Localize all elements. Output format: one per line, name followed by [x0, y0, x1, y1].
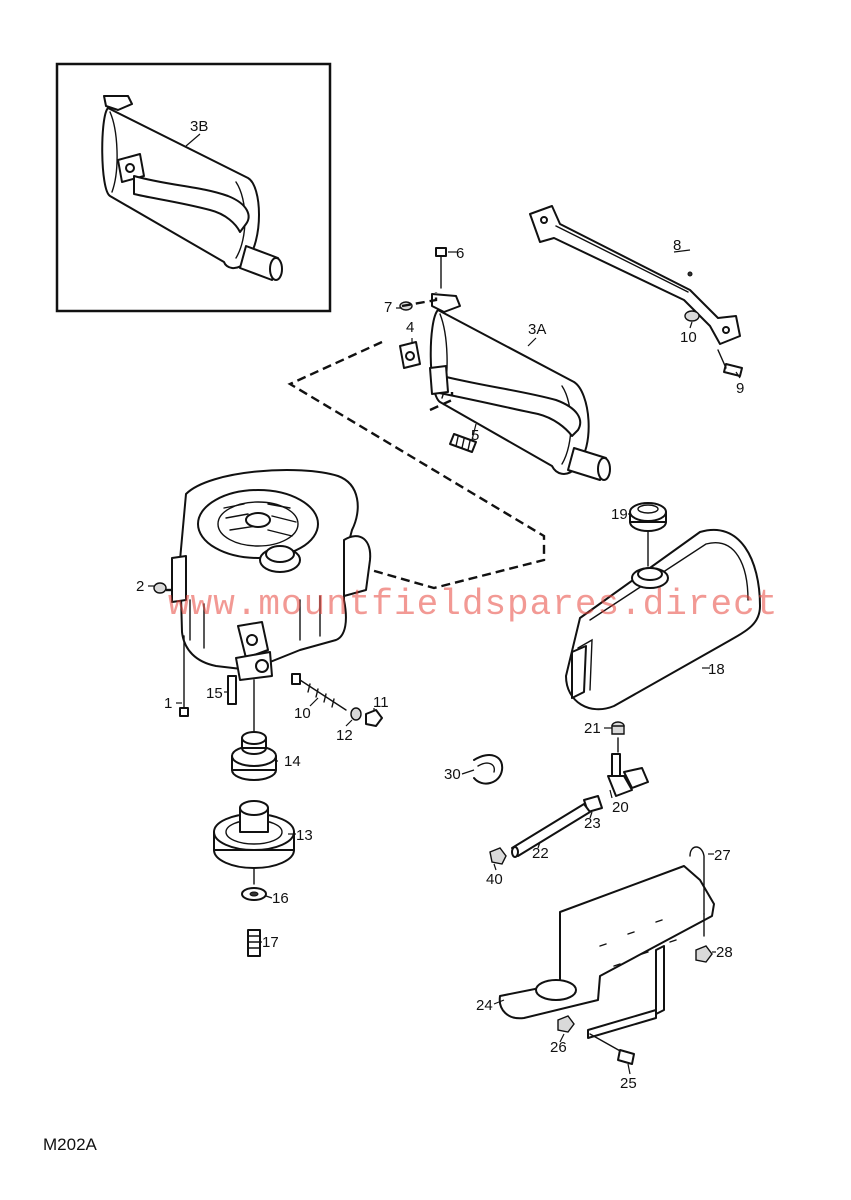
bolt-26 — [589, 1033, 635, 1065]
fuel-tank-19 — [565, 529, 761, 711]
callout-27: 26 — [550, 1039, 567, 1056]
callout-13: 12 — [336, 727, 353, 744]
callout-21: 20 — [612, 799, 629, 816]
callout-25: 24 — [476, 997, 493, 1014]
nut-2 — [153, 582, 167, 594]
callout-23: 22 — [532, 845, 549, 862]
watermark-text: www.mountfieldspares.direct — [168, 584, 778, 625]
callout-17: 16 — [272, 890, 289, 907]
nut-40 — [489, 847, 507, 865]
nut-27 — [557, 1015, 575, 1033]
callout-1: 1 — [164, 695, 172, 712]
fuel-pipe-23 — [511, 803, 591, 858]
callout-20: 19 — [611, 506, 628, 523]
bolt-9 — [717, 349, 743, 377]
callout-7: 7 — [384, 299, 392, 316]
bolt-18 — [247, 929, 261, 957]
callout-8: 8 — [673, 237, 681, 254]
callout-40: 40 — [486, 871, 503, 888]
clip-30 — [473, 754, 504, 785]
inset-muffler-3b — [55, 62, 332, 313]
callout-11: 10 — [294, 705, 311, 722]
callout-18: 17 — [262, 934, 279, 951]
nut-29 — [695, 945, 713, 963]
callout-30: 30 — [444, 766, 461, 783]
nut-12 — [365, 709, 383, 727]
bracket-8 — [529, 205, 741, 345]
muffler-3a — [429, 293, 611, 481]
drawing-reference: M202A — [43, 1135, 98, 1154]
bolt-6 — [435, 247, 447, 289]
bolt-1 — [179, 635, 189, 717]
fuel-valve-21 — [607, 753, 649, 797]
bolt-11 — [291, 673, 347, 711]
engine — [171, 469, 372, 681]
callout-10: 10 — [680, 329, 697, 346]
grommet-22 — [611, 721, 625, 735]
rod-28 — [689, 846, 705, 937]
callout-15: 14 — [284, 753, 301, 770]
callout-9: 9 — [736, 380, 744, 397]
callout-16: 15 — [206, 685, 223, 702]
gasket-4 — [399, 341, 421, 369]
callout-4: 4 — [406, 319, 414, 336]
callout-3a: 3A — [528, 321, 546, 338]
callout-26: 25 — [620, 1075, 637, 1092]
callout-6: 6 — [456, 245, 464, 262]
pulley-15 — [231, 731, 277, 781]
leader-lines — [148, 133, 741, 1075]
callout-5: 5 — [471, 427, 479, 444]
callout-14: 13 — [296, 827, 313, 844]
callout-19: 18 — [708, 661, 725, 678]
callout-2: 2 — [136, 578, 144, 595]
washer-17 — [241, 887, 267, 901]
washer-13 — [350, 707, 362, 721]
assembly-dashed-line — [287, 292, 546, 590]
fuel-cap-20 — [629, 502, 667, 532]
callout-22: 21 — [584, 720, 601, 737]
plate-25 — [498, 865, 715, 1039]
callout-29: 28 — [716, 944, 733, 961]
pin-16 — [227, 675, 237, 705]
callout-labels: 3B 6 8 7 4 3A 10 9 5 19 2 18 15 1 11 10 … — [136, 118, 744, 1092]
washer-10 — [684, 310, 700, 322]
callout-28: 27 — [714, 847, 731, 864]
stud-5 — [449, 433, 477, 453]
callout-3b: 3B — [190, 118, 208, 135]
callout-24: 23 — [584, 815, 601, 832]
callout-12: 11 — [373, 694, 389, 711]
pulley-14 — [213, 800, 295, 869]
